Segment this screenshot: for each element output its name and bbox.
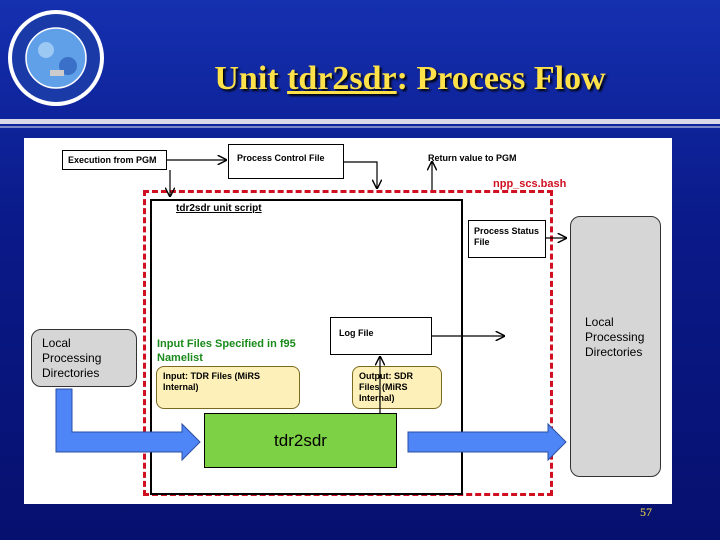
local-processing-dirs-right: Local Processing Directories xyxy=(570,216,661,477)
output-sdr-files-box: Output: SDR Files (MiRS Internal) xyxy=(352,366,442,409)
log-file-box: Log File xyxy=(330,317,432,355)
unit-script-label: tdr2sdr unit script xyxy=(176,203,262,214)
local-processing-dirs-left: Local Processing Directories xyxy=(31,329,137,387)
noaa-nesdis-star-logo-icon xyxy=(8,10,104,106)
tdr2sdr-process-box: tdr2sdr xyxy=(204,413,397,468)
input-tdr-files-box: Input: TDR Files (MiRS Internal) xyxy=(156,366,300,409)
big-arrow-input xyxy=(55,388,201,462)
execution-from-pgm-box: Execution from PGM xyxy=(62,150,167,170)
arrow-control-down xyxy=(344,161,377,188)
process-status-file-box: Process Status File xyxy=(468,220,546,258)
title-divider xyxy=(0,119,720,124)
npp-script-label: npp_scs.bash xyxy=(493,178,567,190)
page-title: Unit tdr2sdr: Process Flow xyxy=(214,60,606,97)
input-files-label: Input Files Specified in f95 Namelist xyxy=(157,338,296,364)
big-arrow-output xyxy=(407,422,567,462)
title-divider-thin xyxy=(0,126,720,128)
unit-script-boundary xyxy=(150,199,463,495)
return-value-label: Return value to PGM xyxy=(428,153,517,163)
page-number: 57 xyxy=(640,505,652,519)
process-control-file-box: Process Control File xyxy=(228,144,344,179)
